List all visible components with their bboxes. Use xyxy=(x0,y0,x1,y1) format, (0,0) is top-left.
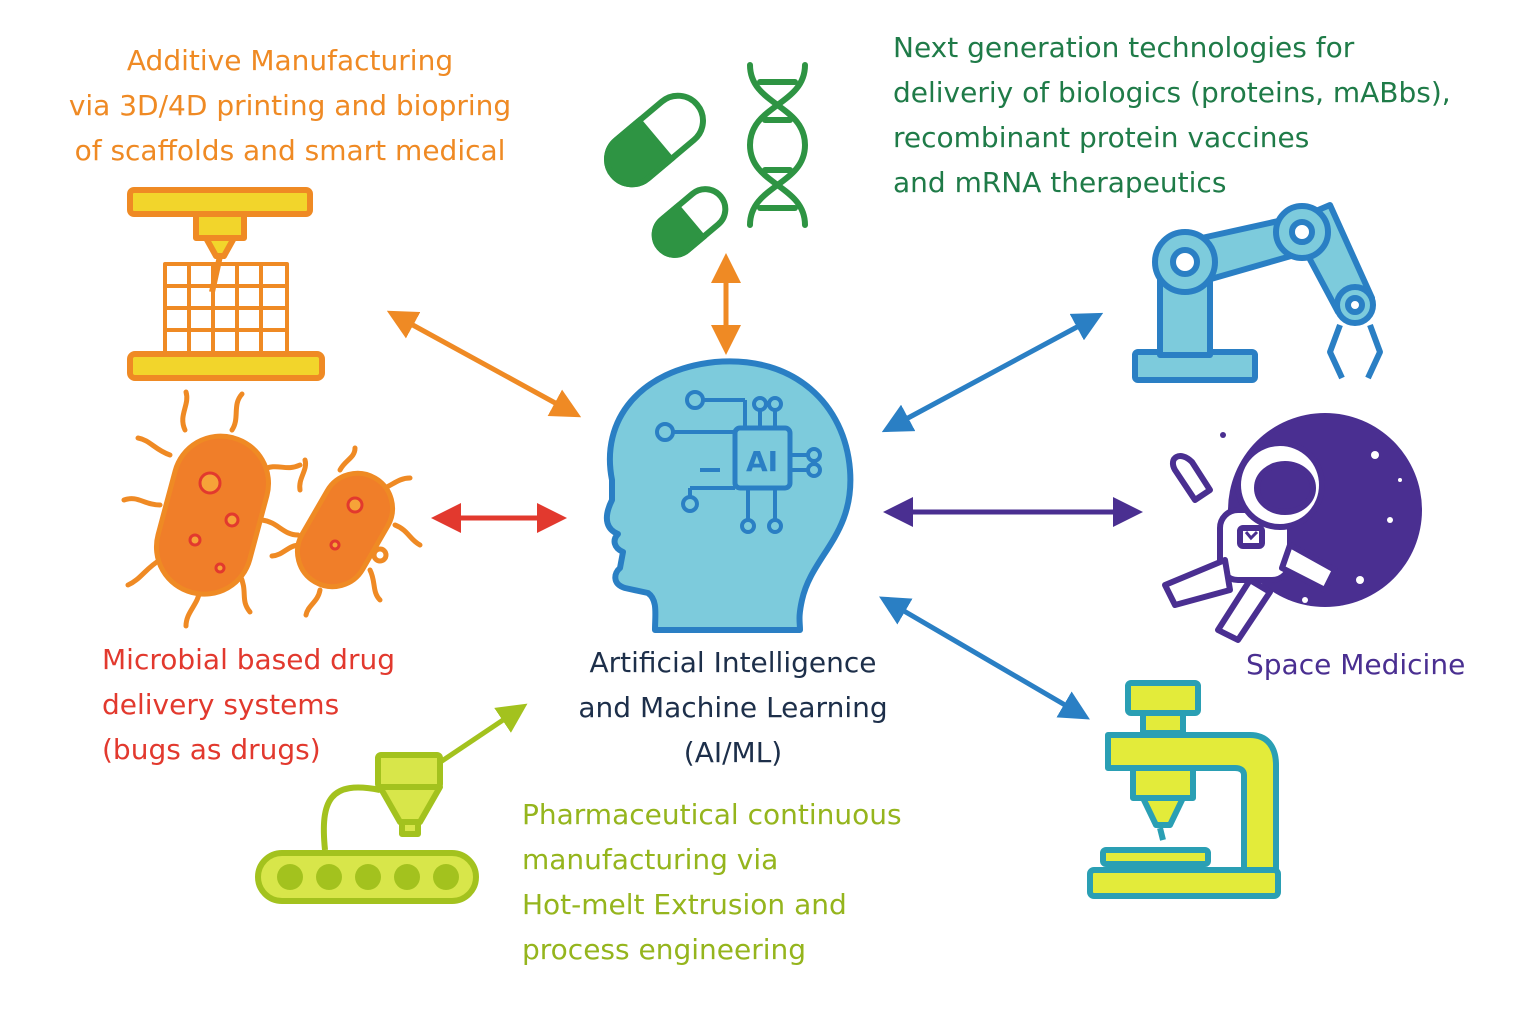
nextgen-line: deliveriy of biologics (proteins, mABbs)… xyxy=(893,76,1451,109)
microbial-line: delivery systems xyxy=(102,688,340,721)
nextgen-line: recombinant protein vaccines xyxy=(893,121,1310,154)
microbial-line: (bugs as drugs) xyxy=(102,733,321,766)
microbial-drug-delivery-label: Microbial based drug delivery systems (b… xyxy=(102,637,395,772)
ai-head-icon: AI xyxy=(603,358,854,633)
pharma-line: Hot-melt Extrusion and xyxy=(522,888,847,921)
arrow-robotic-ai xyxy=(881,312,1104,433)
additive-manufacturing-label: Additive Manufacturing via 3D/4D printin… xyxy=(30,38,550,173)
ai-ml-line: and Machine Learning xyxy=(578,691,888,724)
ai-ml-title: Artificial Intelligence and Machine Lear… xyxy=(548,640,918,775)
capsules-icon xyxy=(604,92,729,258)
pharma-line: Pharmaceutical continuous xyxy=(522,798,902,831)
ai-ml-line: (AI/ML) xyxy=(683,736,783,769)
robotic-arm-icon xyxy=(1132,202,1383,383)
microbial-line: Microbial based drug xyxy=(102,643,395,676)
pharma-line: process engineering xyxy=(522,933,807,966)
pharma-line: manufacturing via xyxy=(522,843,779,876)
ai-chip-label: AI xyxy=(746,445,778,478)
space-medicine-label: Space Medicine xyxy=(1246,642,1465,687)
additive-line: Additive Manufacturing xyxy=(126,44,454,77)
additive-line: via 3D/4D printing and biopring xyxy=(68,89,512,122)
arrow-pharma-ai xyxy=(434,703,528,768)
3d-printer-icon xyxy=(127,187,325,381)
arrow-additive-ai xyxy=(386,310,582,418)
pharmaceutical-manufacturing-label: Pharmaceutical continuous manufacturing … xyxy=(522,792,902,972)
additive-line: of scaffolds and smart medical xyxy=(74,134,506,167)
nextgen-line: Next generation technologies for xyxy=(893,31,1355,64)
nextgen-line: and mRNA therapeutics xyxy=(893,166,1227,199)
bacteria-icon xyxy=(121,389,423,629)
dna-icon xyxy=(746,62,809,228)
extrusion-conveyor-icon xyxy=(255,752,479,904)
ai-ml-line: Artificial Intelligence xyxy=(589,646,877,679)
astronaut-icon xyxy=(1162,413,1422,643)
space-line: Space Medicine xyxy=(1246,648,1466,681)
bioprinter-icon xyxy=(1087,680,1281,899)
next-generation-label: Next generation technologies for deliver… xyxy=(893,25,1451,205)
arrow-bioprinter-ai xyxy=(879,596,1090,720)
